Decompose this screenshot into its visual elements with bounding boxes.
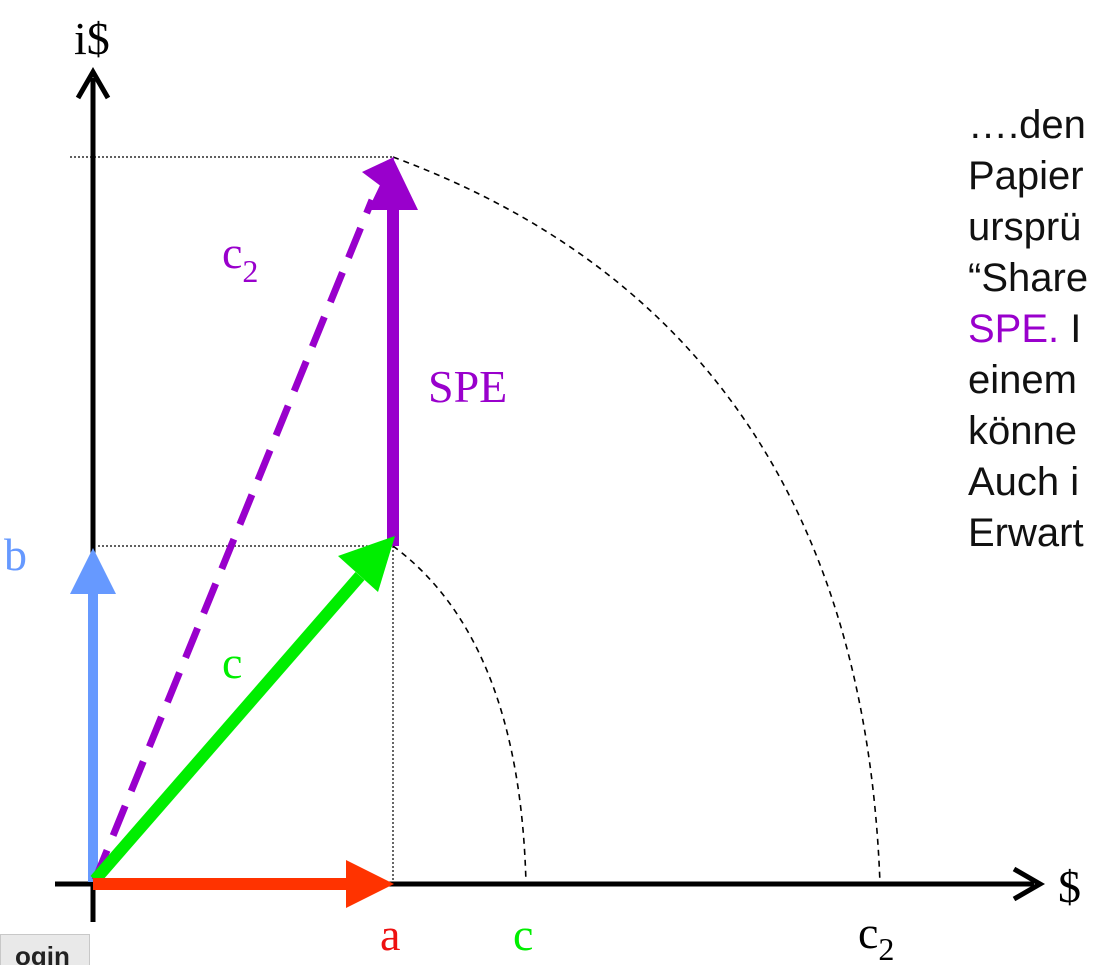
arc-c xyxy=(392,545,527,885)
side-text-line-3: ursprü xyxy=(968,205,1082,249)
label-c-vector: c xyxy=(222,637,242,688)
vector-a-arrowhead xyxy=(346,860,394,908)
side-text-line-1: ….den xyxy=(968,103,1086,147)
side-text-line-4: “Share xyxy=(968,256,1089,300)
x-tick-c2: c2 xyxy=(858,907,894,964)
label-spe: SPE xyxy=(428,361,507,412)
side-text-block: ….den Papier ursprü “Share SPE. I einem … xyxy=(968,100,1088,559)
x-tick-c: c xyxy=(513,909,533,960)
label-c2-sub: 2 xyxy=(242,253,258,289)
side-text-line-7: könne xyxy=(968,409,1077,453)
label-c2-main: c xyxy=(222,227,242,278)
x-tick-c2-main: c xyxy=(858,907,878,958)
side-text-line-5-rest: I xyxy=(1059,307,1082,351)
x-axis-label: $ xyxy=(1058,861,1081,912)
side-text-line-9: Erwart xyxy=(968,511,1084,555)
vector-b-arrowhead xyxy=(70,548,116,594)
arc-c2 xyxy=(392,156,881,885)
y-axis-label: i$ xyxy=(74,13,110,64)
login-tab[interactable]: ogin xyxy=(0,934,90,965)
x-axis-arrowhead xyxy=(1012,866,1046,902)
side-text-line-6: einem xyxy=(968,358,1077,402)
vector-c xyxy=(90,572,365,884)
side-text-line-8: Auch i xyxy=(968,460,1080,504)
side-text-spe: SPE. xyxy=(968,307,1060,351)
login-tab-label: ogin xyxy=(15,941,70,965)
y-axis-arrowhead xyxy=(75,66,111,100)
x-tick-a: a xyxy=(380,909,400,960)
label-b: b xyxy=(4,529,27,580)
label-c2-vector: c2 xyxy=(222,227,258,289)
side-text-line-2: Papier xyxy=(968,154,1084,198)
x-tick-c2-sub: 2 xyxy=(878,931,894,964)
vector-c-arrowhead xyxy=(338,536,395,592)
side-text-line-5: SPE. I xyxy=(968,304,1088,355)
vector-c2 xyxy=(91,198,376,882)
vector-spe-arrowhead xyxy=(368,158,418,210)
